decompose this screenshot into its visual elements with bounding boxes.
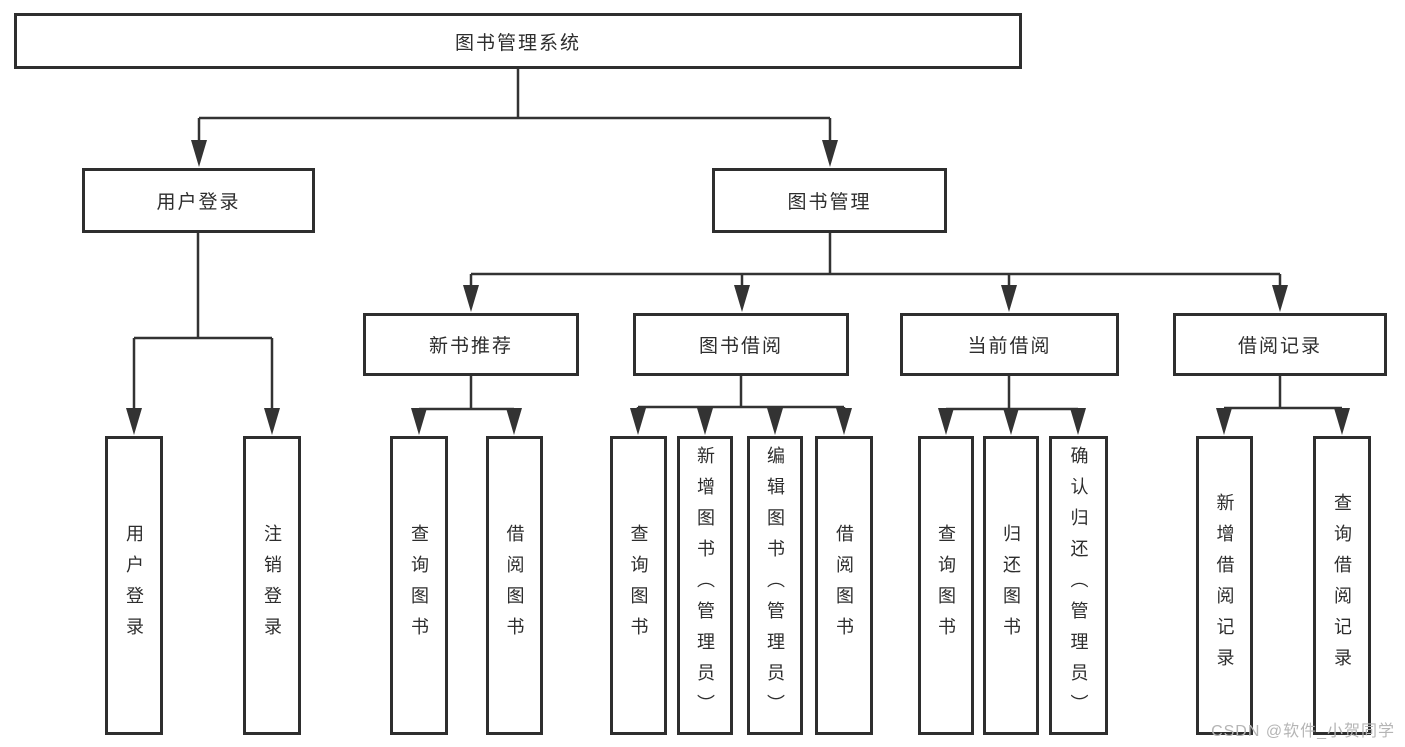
node-borrow-records: 借阅记录 [1173,313,1387,376]
node-new-book-recommend: 新书推荐 [363,313,579,376]
leaf-query-books: 查询图书 [390,436,448,735]
leaf-logout-label: 注销登录 [262,523,282,648]
leaf-user-login: 用户登录 [105,436,163,735]
leaf-query-books-label: 查询图书 [936,523,956,648]
leaf-user-login-label: 用户登录 [124,523,144,648]
leaf-query-books: 查询图书 [918,436,974,735]
leaf-add-books-admin-label: 新增图书（管理员） [695,446,715,725]
connector-user-login [132,233,274,416]
leaf-add-books-admin: 新增图书（管理员） [677,436,733,735]
connector-borrow-records [1222,376,1344,416]
leaf-query-books-label: 查询图书 [628,523,649,648]
leaf-borrow-books: 借阅图书 [486,436,543,735]
node-book-management: 图书管理 [712,168,947,233]
connector-current-borrow [944,376,1080,416]
node-book-borrow: 图书借阅 [633,313,849,376]
leaf-borrow-books-label: 借阅图书 [504,523,525,648]
connector-new-book-recommend [417,376,516,416]
leaf-confirm-return-admin: 确认归还（管理员） [1049,436,1108,735]
connector-root [197,69,832,148]
leaf-add-borrow-record-label: 新增借阅记录 [1214,492,1235,679]
connector-book-borrow [636,376,846,416]
leaf-add-borrow-record: 新增借阅记录 [1196,436,1253,735]
node-current-borrow: 当前借阅 [900,313,1119,376]
connector-book-management [469,233,1282,293]
leaf-edit-books-admin: 编辑图书（管理员） [747,436,803,735]
leaf-query-books-label: 查询图书 [409,523,429,648]
leaf-query-borrow-record: 查询借阅记录 [1313,436,1371,735]
watermark: CSDN @软件_小贺同学 [1211,723,1395,740]
node-library-management-system: 图书管理系统 [14,13,1022,69]
leaf-edit-books-admin-label: 编辑图书（管理员） [765,446,785,725]
leaf-return-books: 归还图书 [983,436,1039,735]
leaf-borrow-books: 借阅图书 [815,436,873,735]
leaf-confirm-return-admin-label: 确认归还（管理员） [1068,446,1089,725]
leaf-query-books: 查询图书 [610,436,667,735]
leaf-query-borrow-record-label: 查询借阅记录 [1332,492,1352,679]
leaf-return-books-label: 归还图书 [1001,523,1021,648]
leaf-logout: 注销登录 [243,436,301,735]
node-user-login: 用户登录 [82,168,315,233]
leaf-borrow-books-label: 借阅图书 [834,523,854,648]
